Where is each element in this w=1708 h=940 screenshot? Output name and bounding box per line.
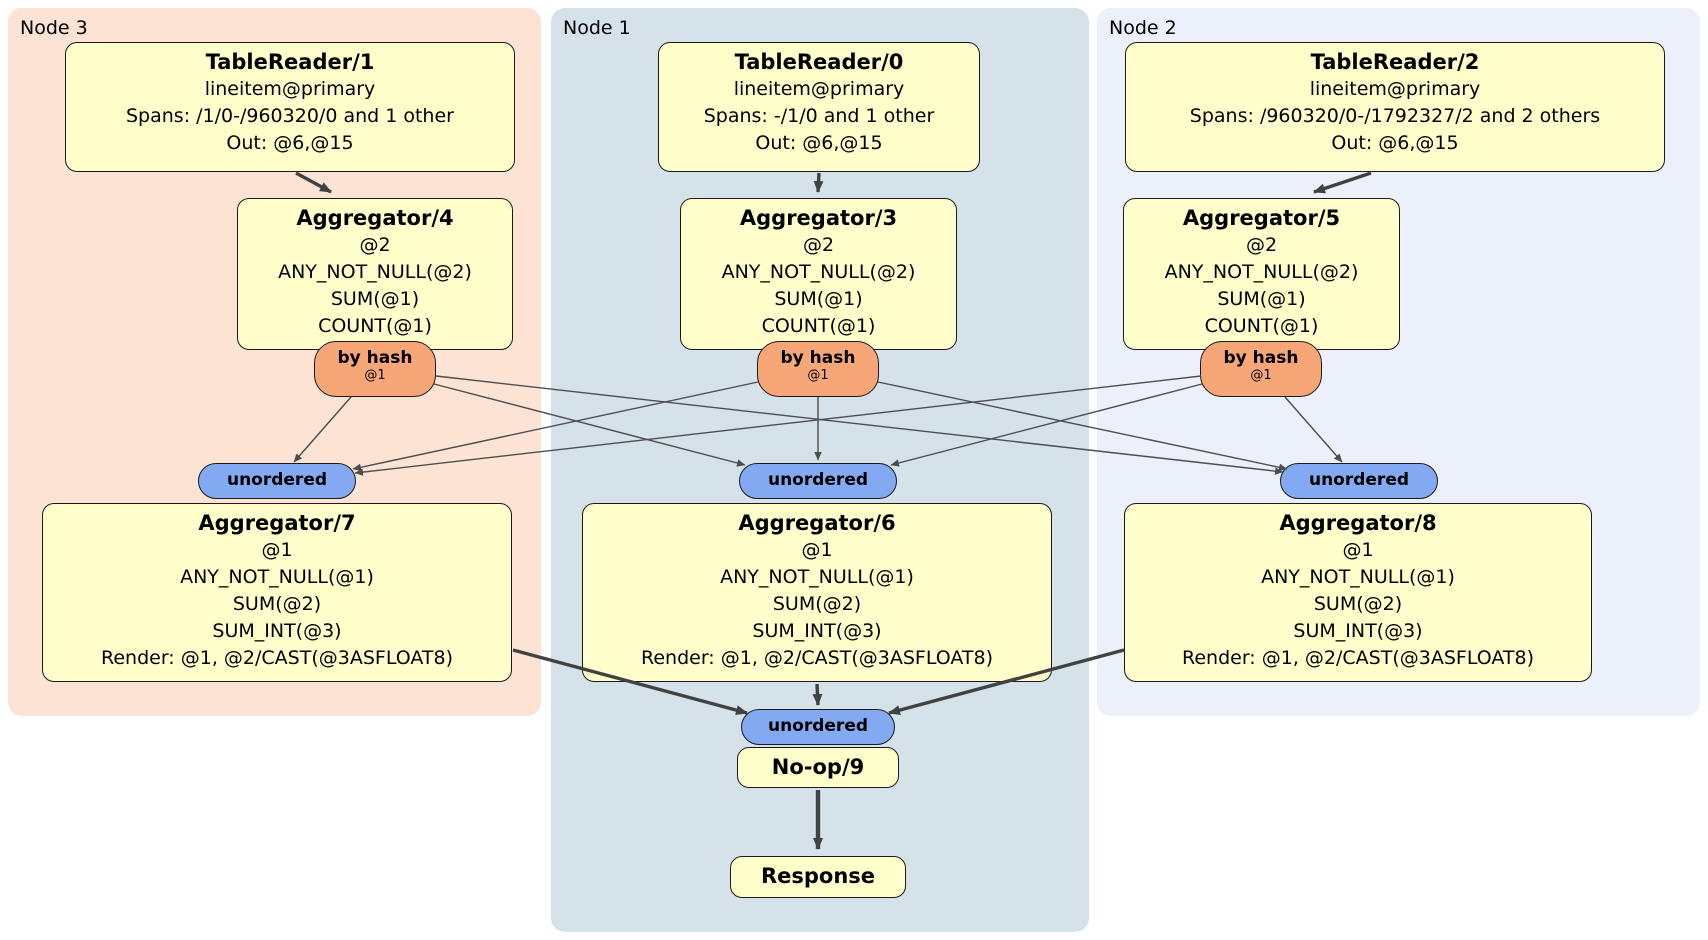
agg-fn: SUM_INT(@3) (752, 620, 882, 642)
stream-label: unordered (767, 470, 869, 490)
agg-fn: ANY_NOT_NULL(@2) (1164, 261, 1359, 283)
processor-tablereader-1: TableReader/1 lineitem@primary Spans: /1… (65, 42, 515, 172)
agg-group-cols: @1 (801, 539, 833, 561)
router-label: by hash (337, 348, 413, 368)
router-key: @1 (807, 368, 829, 383)
agg-fn: ANY_NOT_NULL(@2) (721, 261, 916, 283)
region-node3-label: Node 3 (20, 17, 88, 39)
region-node2-label: Node 2 (1109, 17, 1177, 39)
processor-spans: Spans: /1/0-/960320/0 and 1 other (126, 105, 454, 127)
processor-index: lineitem@primary (1309, 78, 1481, 100)
agg-fn: ANY_NOT_NULL(@2) (278, 261, 472, 283)
agg-fn: ANY_NOT_NULL(@1) (180, 566, 374, 588)
agg-fn: SUM(@2) (772, 593, 862, 615)
processor-aggregator-5: Aggregator/5 @2 ANY_NOT_NULL(@2) SUM(@1)… (1123, 198, 1400, 350)
router-by-hash-5: by hash @1 (1200, 341, 1322, 397)
router-by-hash-3: by hash @1 (757, 341, 879, 397)
agg-fn: COUNT(@1) (1204, 315, 1319, 337)
processor-aggregator-8: Aggregator/8 @1 ANY_NOT_NULL(@1) SUM(@2)… (1124, 503, 1592, 682)
agg-fn: COUNT(@1) (318, 315, 432, 337)
agg-group-cols: @2 (802, 234, 835, 256)
processor-index: lineitem@primary (204, 78, 376, 100)
stream-label: unordered (1308, 470, 1410, 490)
processor-tablereader-0: TableReader/0 lineitem@primary Spans: -/… (658, 42, 980, 172)
processor-aggregator-3: Aggregator/3 @2 ANY_NOT_NULL(@2) SUM(@1)… (680, 198, 957, 350)
agg-group-cols: @1 (261, 539, 293, 561)
router-by-hash-4: by hash @1 (314, 341, 436, 397)
processor-title: Aggregator/4 (296, 206, 454, 230)
processor-out: Out: @6,@15 (755, 132, 883, 154)
processor-title: Aggregator/8 (1279, 511, 1437, 535)
router-key: @1 (364, 368, 386, 383)
processor-aggregator-4: Aggregator/4 @2 ANY_NOT_NULL(@2) SUM(@1)… (237, 198, 513, 350)
agg-fn: SUM(@1) (330, 288, 420, 310)
router-key: @1 (1250, 368, 1272, 383)
region-node1-label: Node 1 (563, 17, 631, 39)
processor-title: No-op/9 (771, 755, 865, 779)
router-label: by hash (1223, 348, 1299, 368)
stream-label: unordered (767, 716, 869, 736)
stream-unordered-final: unordered (741, 709, 895, 745)
agg-group-cols: @1 (1342, 539, 1374, 561)
processor-title: TableReader/2 (1310, 50, 1480, 74)
processor-title: Aggregator/6 (738, 511, 896, 535)
response-box: Response (730, 856, 906, 898)
processor-title: Response (760, 864, 876, 888)
processor-aggregator-7: Aggregator/7 @1 ANY_NOT_NULL(@1) SUM(@2)… (42, 503, 512, 682)
processor-title: TableReader/0 (734, 50, 904, 74)
agg-fn: SUM_INT(@3) (212, 620, 342, 642)
agg-render: Render: @1, @2/CAST(@3ASFLOAT8) (101, 647, 453, 669)
agg-fn: ANY_NOT_NULL(@1) (720, 566, 914, 588)
agg-fn: SUM(@1) (774, 288, 863, 310)
agg-fn: SUM(@2) (1313, 593, 1403, 615)
agg-fn: ANY_NOT_NULL(@1) (1261, 566, 1455, 588)
processor-title: TableReader/1 (205, 50, 375, 74)
stream-unordered-left: unordered (198, 463, 356, 499)
processor-title: Aggregator/7 (198, 511, 356, 535)
processor-aggregator-6: Aggregator/6 @1 ANY_NOT_NULL(@1) SUM(@2)… (582, 503, 1052, 682)
processor-index: lineitem@primary (733, 78, 905, 100)
processor-tablereader-2: TableReader/2 lineitem@primary Spans: /9… (1125, 42, 1665, 172)
processor-out: Out: @6,@15 (226, 132, 354, 154)
agg-fn: SUM_INT(@3) (1293, 620, 1423, 642)
agg-fn: SUM(@2) (232, 593, 322, 615)
agg-group-cols: @2 (1245, 234, 1278, 256)
stream-label: unordered (226, 470, 328, 490)
stream-unordered-right: unordered (1280, 463, 1438, 499)
processor-spans: Spans: -/1/0 and 1 other (703, 105, 935, 127)
processor-title: Aggregator/3 (739, 206, 898, 230)
agg-fn: SUM(@1) (1217, 288, 1306, 310)
processor-spans: Spans: /960320/0-/1792327/2 and 2 others (1189, 105, 1601, 127)
agg-render: Render: @1, @2/CAST(@3ASFLOAT8) (641, 647, 993, 669)
router-label: by hash (780, 348, 856, 368)
agg-fn: COUNT(@1) (761, 315, 876, 337)
stream-unordered-middle: unordered (739, 463, 897, 499)
processor-noop-9: No-op/9 (737, 747, 899, 788)
agg-group-cols: @2 (359, 234, 391, 256)
agg-render: Render: @1, @2/CAST(@3ASFLOAT8) (1182, 647, 1534, 669)
processor-out: Out: @6,@15 (1331, 132, 1459, 154)
processor-title: Aggregator/5 (1182, 206, 1341, 230)
